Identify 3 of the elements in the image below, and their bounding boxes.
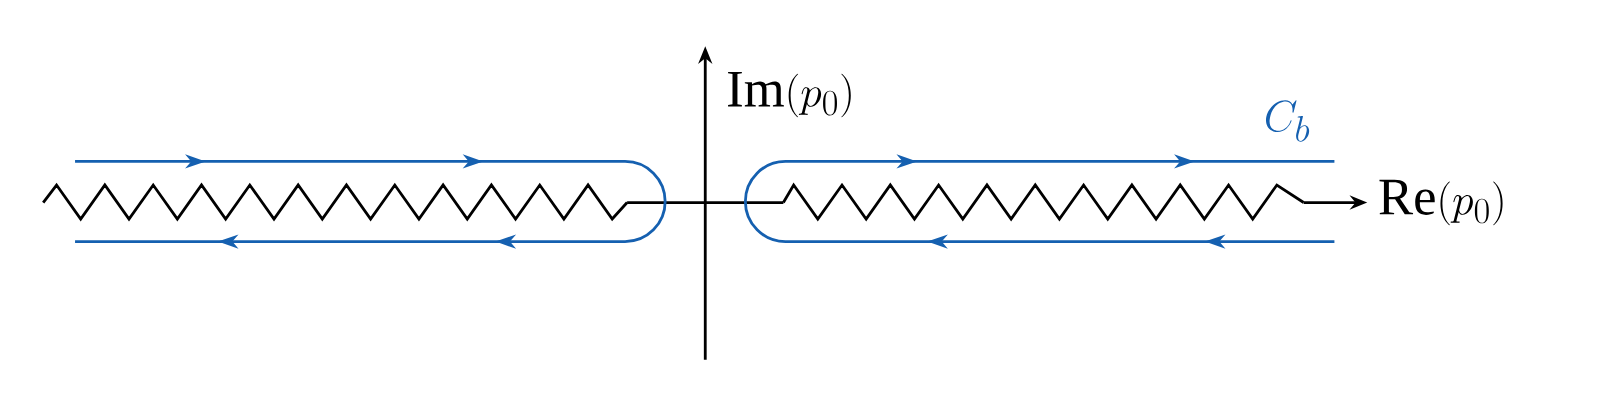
axis-label: $\mathrm{Im}(p_0)$: [728, 71, 851, 118]
axis-label: $\mathrm{Re}(p_0)$: [1379, 179, 1503, 226]
contour-label: $C_b$: [1266, 100, 1310, 142]
